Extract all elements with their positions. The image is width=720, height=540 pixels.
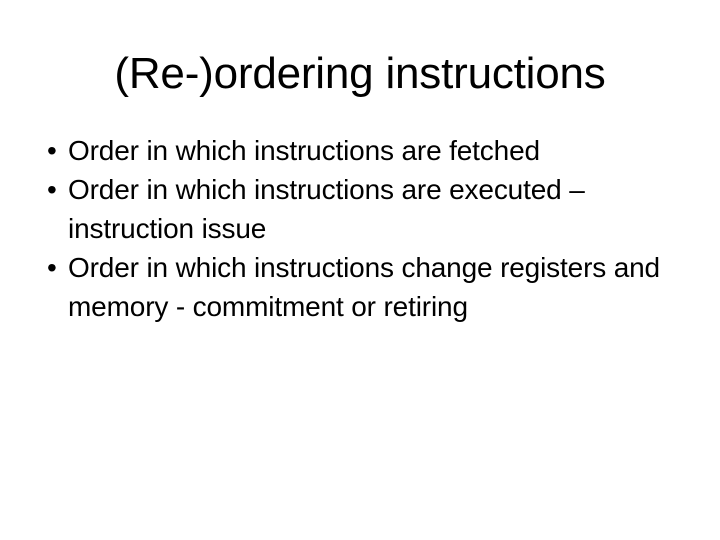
list-item-label: Order in which instructions change regis… — [68, 252, 660, 322]
bullet-point-icon: • — [47, 252, 57, 283]
bullet-point-icon: • — [47, 135, 57, 166]
list-item: • Order in which instructions are fetche… — [40, 131, 680, 170]
bullet-point-icon: • — [47, 174, 57, 205]
list-item: • Order in which instructions change reg… — [40, 248, 680, 326]
page-title: (Re-)ordering instructions — [114, 49, 606, 98]
list-item: • Order in which instructions are execut… — [40, 170, 680, 248]
bullet-list: • Order in which instructions are fetche… — [40, 131, 680, 326]
list-item-label: Order in which instructions are executed… — [68, 174, 585, 244]
list-item-label: Order in which instructions are fetched — [68, 135, 540, 166]
